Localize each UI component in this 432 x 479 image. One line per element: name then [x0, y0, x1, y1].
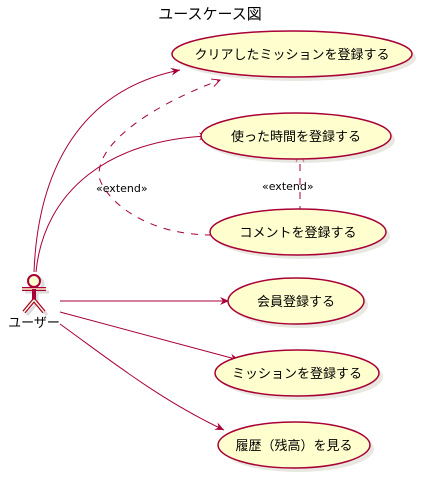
extend-label-uc1: «extend» — [96, 182, 148, 195]
actor-label: ユーザー — [8, 316, 60, 331]
use-case-label-uc5: ミッションを登録する — [232, 367, 362, 382]
use-case-label-uc6: 履歴（残高）を見る — [235, 438, 352, 454]
assoc-actor-uc2 — [35, 132, 209, 273]
assoc-actor-uc1 — [33, 67, 181, 273]
use-case-label-uc2: 使った時間を登録する — [231, 129, 361, 145]
use-case-label-uc3: コメントを登録する — [239, 226, 356, 241]
use-case-label-uc4: 会員登録する — [257, 295, 335, 310]
use-case-uc1: クリアしたミッションを登録する — [171, 30, 416, 81]
actor-icon — [22, 274, 49, 316]
actor-user: ユーザー — [8, 274, 60, 331]
use-case-uc3: コメントを登録する — [209, 208, 390, 259]
use-case-uc2: 使った時間を登録する — [200, 112, 395, 163]
extend-uc3-uc1 — [98, 80, 220, 236]
use-case-uc4: 会員登録する — [227, 277, 368, 328]
extend-label-uc2: «extend» — [262, 180, 314, 193]
use-case-uc5: ミッションを登録する — [214, 349, 383, 400]
diagram-title: ユースケース図 — [158, 5, 262, 23]
use-case-uc6: 履歴（残高）を見る — [217, 421, 374, 472]
assoc-actor-uc6 — [59, 323, 225, 431]
assoc-actor-uc5 — [59, 311, 240, 362]
use-case-label-uc1: クリアしたミッションを登録する — [194, 48, 389, 63]
